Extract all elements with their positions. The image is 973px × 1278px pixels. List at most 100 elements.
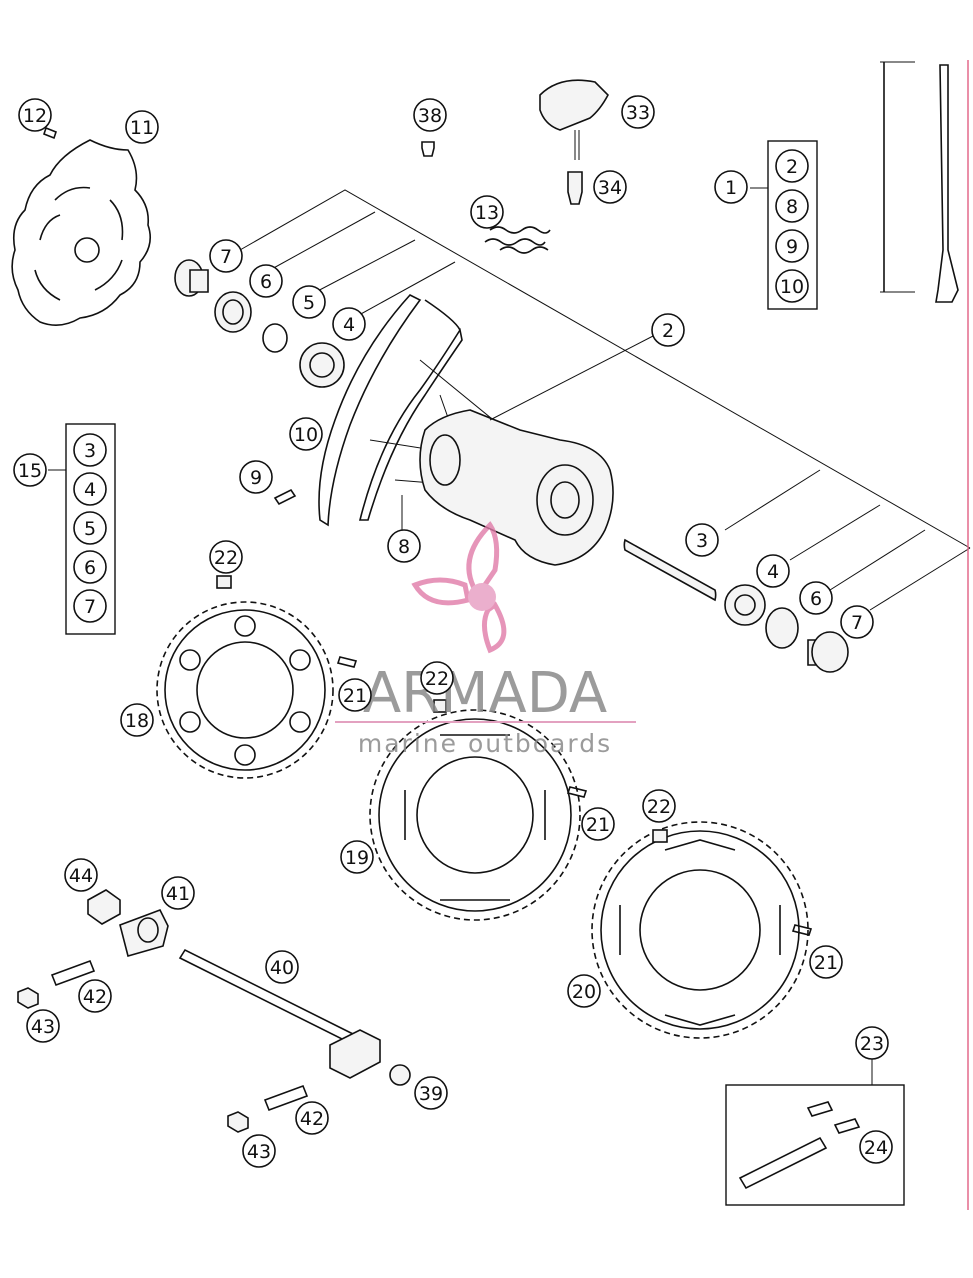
callout-c7a: 7 xyxy=(209,239,243,273)
sprocket-fasteners xyxy=(216,575,813,936)
callout-number: 8 xyxy=(398,536,410,558)
box15-item: 7 xyxy=(73,589,107,623)
kit-box-1 xyxy=(767,140,818,310)
watermark-tagline: marine outboards xyxy=(358,729,612,758)
box1-item: 8 xyxy=(775,189,809,223)
callout-number: 6 xyxy=(84,557,96,579)
callout-number: 38 xyxy=(418,105,442,127)
callout-c4b: 4 xyxy=(756,554,790,588)
callout-number: 22 xyxy=(214,547,238,569)
callout-c22a: 22 xyxy=(209,540,243,574)
callout-c19: 19 xyxy=(340,840,374,874)
spoke xyxy=(880,61,959,303)
callout-c43a: 43 xyxy=(26,1009,60,1043)
disc-bolt xyxy=(43,126,57,140)
callout-number: 42 xyxy=(83,986,107,1008)
callout-number: 4 xyxy=(84,479,96,501)
valve-9 xyxy=(273,488,297,506)
callout-number: 15 xyxy=(18,460,42,482)
callout-c7b: 7 xyxy=(840,605,874,639)
box15-item: 3 xyxy=(73,433,107,467)
callout-number: 5 xyxy=(303,292,315,314)
callout-number: 18 xyxy=(125,710,149,732)
callout-c23: 23 xyxy=(855,1026,889,1060)
sprocket-19 xyxy=(369,709,581,921)
chain-kit xyxy=(725,1058,905,1206)
callout-c22c: 22 xyxy=(642,789,676,823)
callout-number: 6 xyxy=(810,588,822,610)
callout-number: 34 xyxy=(598,177,622,199)
callout-number: 6 xyxy=(260,271,272,293)
callout-c22b: 22 xyxy=(420,661,454,695)
sprocket-18 xyxy=(156,601,334,779)
callout-number: 39 xyxy=(419,1083,443,1105)
callout-c15: 15 xyxy=(13,453,47,487)
callout-number: 9 xyxy=(250,467,262,489)
kit-box-15 xyxy=(65,423,116,635)
callout-number: 23 xyxy=(860,1033,884,1055)
callout-number: 21 xyxy=(343,685,367,707)
callout-c2: 2 xyxy=(651,313,685,347)
box15-item: 6 xyxy=(73,550,107,584)
callout-c3: 3 xyxy=(685,523,719,557)
brake-disc xyxy=(11,139,151,326)
callout-c1: 1 xyxy=(714,170,748,204)
callout-number: 5 xyxy=(84,518,96,540)
box1-item: 2 xyxy=(775,149,809,183)
callout-c12: 12 xyxy=(18,98,52,132)
propeller-logo-icon xyxy=(411,521,507,654)
callout-number: 4 xyxy=(343,314,355,336)
callout-c44: 44 xyxy=(64,858,98,892)
callout-c9: 9 xyxy=(239,460,273,494)
callout-c6a: 6 xyxy=(249,264,283,298)
callout-number: 20 xyxy=(572,981,596,1003)
callout-number: 24 xyxy=(864,1137,888,1159)
callout-number: 7 xyxy=(851,612,863,634)
callout-number: 7 xyxy=(220,246,232,268)
callout-number: 2 xyxy=(786,156,798,178)
callout-number: 3 xyxy=(84,440,96,462)
left-bearing-stack xyxy=(174,259,345,388)
callout-c18: 18 xyxy=(120,703,154,737)
callout-c42a: 42 xyxy=(78,979,112,1013)
watermark: ARMADA marine outboards xyxy=(335,521,636,758)
right-bearing-stack xyxy=(623,538,849,673)
callout-number: 8 xyxy=(786,196,798,218)
callout-c10: 10 xyxy=(289,417,323,451)
callout-number: 10 xyxy=(294,424,318,446)
box15-item: 4 xyxy=(73,472,107,506)
callout-number: 19 xyxy=(345,847,369,869)
callout-c6b: 6 xyxy=(799,581,833,615)
watermark-brand: ARMADA xyxy=(363,661,607,726)
box1-item: 10 xyxy=(775,269,809,303)
callout-number: 21 xyxy=(814,952,838,974)
callout-number: 22 xyxy=(425,668,449,690)
callout-c20: 20 xyxy=(567,974,601,1008)
leader-lines xyxy=(48,60,971,1210)
axle-parts xyxy=(17,889,411,1133)
callout-number: 44 xyxy=(69,865,93,887)
callout-c21b: 21 xyxy=(581,807,615,841)
box1-item: 9 xyxy=(775,229,809,263)
callout-number: 41 xyxy=(166,883,190,905)
callout-c24: 24 xyxy=(859,1130,893,1164)
callout-number: 13 xyxy=(475,202,499,224)
callout-c33: 33 xyxy=(621,95,655,129)
callout-number: 11 xyxy=(130,117,154,139)
callout-c11: 11 xyxy=(125,110,159,144)
callout-number: 22 xyxy=(647,796,671,818)
callout-number: 40 xyxy=(270,957,294,979)
rim-tape xyxy=(484,226,551,254)
callout-c4a: 4 xyxy=(332,307,366,341)
sprocket-20 xyxy=(591,821,809,1039)
callout-number: 1 xyxy=(725,177,737,199)
wheel-hub xyxy=(419,409,614,566)
callout-c13: 13 xyxy=(470,195,504,229)
callout-number: 21 xyxy=(586,814,610,836)
callout-number: 10 xyxy=(780,276,804,298)
callout-c21c: 21 xyxy=(809,945,843,979)
callout-c8: 8 xyxy=(387,529,421,563)
box15-item: 5 xyxy=(73,511,107,545)
